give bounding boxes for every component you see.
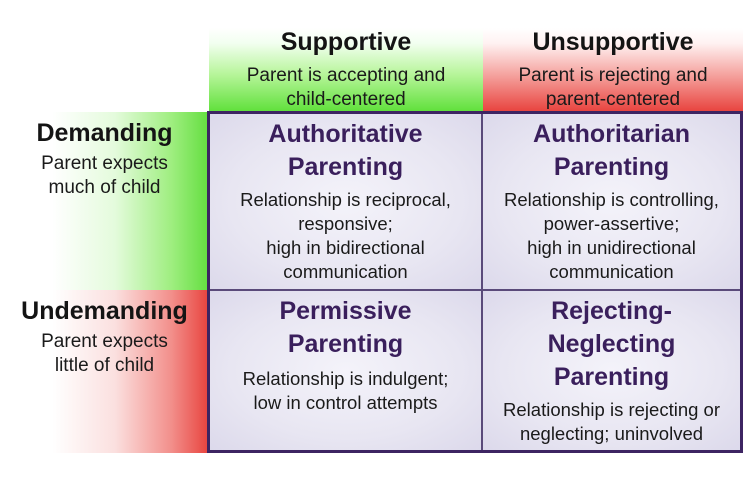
row-desc-line: much of child — [48, 177, 161, 198]
style-title-rejecting-neglecting: Rejecting- Neglecting Parenting — [483, 295, 740, 394]
column-title-unsupportive: Unsupportive — [532, 28, 694, 56]
style-title-line: Authoritarian — [533, 120, 690, 148]
column-desc-line: parent-centered — [545, 89, 681, 110]
column-desc-supportive: Parent is accepting and child-centered — [209, 64, 483, 112]
style-desc-line: high in bidirectional — [266, 237, 425, 258]
style-title-line: Parenting — [553, 153, 670, 181]
style-desc-line: Relationship is reciprocal, — [240, 189, 451, 210]
row-title-demanding: Demanding — [36, 119, 173, 147]
style-desc-line: communication — [549, 261, 674, 282]
style-desc-line: responsive; — [298, 213, 393, 234]
row-desc-line: Parent expects — [41, 331, 168, 352]
column-desc-unsupportive: Parent is rejecting and parent-centered — [483, 64, 743, 112]
style-desc-line: Relationship is controlling, — [504, 189, 719, 210]
style-desc-line: communication — [283, 261, 408, 282]
style-title-line: Parenting — [287, 153, 404, 181]
column-title-supportive: Supportive — [280, 28, 412, 56]
column-desc-line: Parent is accepting and — [246, 65, 446, 86]
cell-rejecting-neglecting: Rejecting- Neglecting Parenting Relation… — [483, 291, 740, 450]
style-title-authoritative: Authoritative Parenting — [210, 118, 481, 184]
row-desc-demanding: Parent expects much of child — [0, 152, 209, 200]
column-header-supportive: Supportive Parent is accepting and child… — [209, 28, 483, 112]
style-desc-line: power-assertive; — [543, 213, 680, 234]
style-title-line: Authoritative — [268, 120, 423, 148]
parenting-style-grid: Authoritative Parenting Relationship is … — [207, 111, 743, 453]
column-desc-line: child-centered — [286, 89, 406, 110]
column-header-unsupportive: Unsupportive Parent is rejecting and par… — [483, 28, 743, 112]
style-title-line: Rejecting- — [551, 297, 672, 325]
style-desc-authoritarian: Relationship is controlling, power-asser… — [483, 188, 740, 284]
style-desc-permissive: Relationship is indulgent; low in contro… — [210, 367, 481, 415]
style-title-line: Parenting — [287, 330, 404, 358]
style-desc-line: Relationship is rejecting or — [503, 399, 720, 420]
style-title-permissive: Permissive Parenting — [210, 295, 481, 361]
column-desc-line: Parent is rejecting and — [518, 65, 708, 86]
style-title-line: Permissive — [279, 297, 412, 325]
row-header-undemanding: Undemanding Parent expects little of chi… — [0, 290, 209, 453]
row-desc-line: little of child — [54, 355, 155, 376]
style-desc-authoritative: Relationship is reciprocal, responsive; … — [210, 188, 481, 284]
style-title-authoritarian: Authoritarian Parenting — [483, 118, 740, 184]
style-desc-line: Relationship is indulgent; — [242, 368, 449, 389]
style-desc-line: high in unidirectional — [527, 237, 696, 258]
style-title-line: Neglecting — [547, 330, 676, 358]
style-title-line: Parenting — [553, 363, 670, 391]
style-desc-line: low in control attempts — [253, 392, 438, 413]
cell-authoritarian: Authoritarian Parenting Relationship is … — [483, 114, 740, 291]
cell-permissive: Permissive Parenting Relationship is ind… — [210, 291, 483, 450]
row-desc-undemanding: Parent expects little of child — [0, 330, 209, 378]
row-header-demanding: Demanding Parent expects much of child — [0, 112, 209, 290]
style-desc-line: neglecting; uninvolved — [519, 423, 704, 444]
row-desc-line: Parent expects — [41, 153, 168, 174]
style-desc-rejecting-neglecting: Relationship is rejecting or neglecting;… — [483, 398, 740, 446]
cell-authoritative: Authoritative Parenting Relationship is … — [210, 114, 483, 291]
row-title-undemanding: Undemanding — [21, 297, 188, 325]
